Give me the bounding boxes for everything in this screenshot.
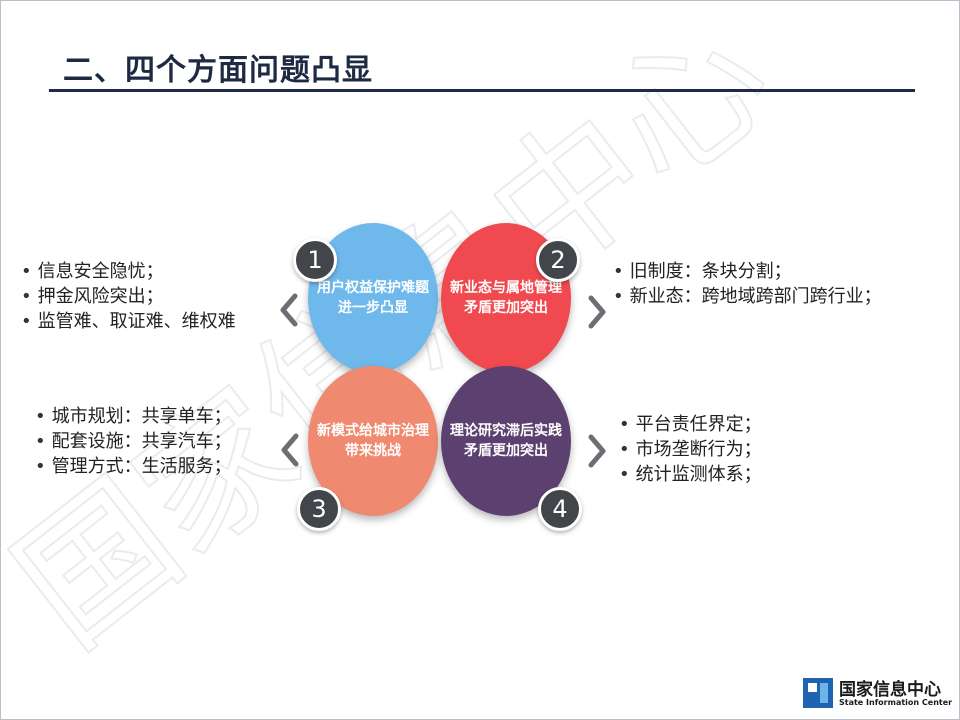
list-item: 监管难、取证难、维权难 — [21, 309, 236, 334]
list-item: 统计监测体系； — [619, 462, 762, 487]
number-badge-3: 3 — [297, 487, 341, 531]
quadrant-3-label: 新模式给城市治理带来挑战 — [317, 423, 429, 459]
list-item: 市场垄断行为； — [619, 437, 762, 462]
chevron-right-icon — [588, 434, 606, 468]
quadrant-1-bullet-list: 信息安全隐忧； 押金风险突出； 监管难、取证难、维权难 — [21, 259, 236, 334]
logo-name-en: State Information Center — [839, 698, 953, 707]
quadrant-1-label: 用户权益保护难题进一步凸显 — [317, 280, 429, 316]
number-badge-2: 2 — [536, 238, 580, 282]
list-item: 平台责任界定； — [619, 412, 762, 437]
quadrant-2-bullet-list: 旧制度：条块分割； 新业态：跨地域跨部门跨行业； — [613, 259, 882, 309]
list-item: 配套设施：共享汽车； — [35, 429, 232, 454]
number-badge-4: 4 — [538, 487, 582, 531]
list-item: 旧制度：条块分割； — [613, 259, 882, 284]
list-item: 押金风险突出； — [21, 284, 236, 309]
list-item: 管理方式：生活服务； — [35, 454, 232, 479]
chevron-left-icon — [280, 293, 298, 327]
list-item: 信息安全隐忧； — [21, 259, 236, 284]
list-item: 城市规划：共享单车； — [35, 404, 232, 429]
quadrant-4-label: 理论研究滞后实践矛盾更加突出 — [450, 423, 562, 459]
quadrant-3-bullet-list: 城市规划：共享单车； 配套设施：共享汽车； 管理方式：生活服务； — [35, 404, 232, 479]
logo-name-cn: 国家信息中心 — [839, 680, 941, 700]
quadrant-2-new-business: 新业态与属地管理矛盾更加突出 — [441, 223, 571, 373]
list-item: 新业态：跨地域跨部门跨行业； — [613, 284, 882, 309]
slide-title: 二、四个方面问题凸显 — [63, 53, 373, 88]
organization-logo: 国家信息中心 State Information Center — [803, 674, 953, 710]
state-information-center-logo-icon — [803, 678, 833, 708]
quadrant-4-bullet-list: 平台责任界定； 市场垄断行为； 统计监测体系； — [619, 412, 762, 487]
chevron-right-icon — [588, 295, 606, 329]
title-underline — [49, 89, 915, 92]
chevron-left-icon — [281, 433, 299, 467]
quadrant-2-label: 新业态与属地管理矛盾更加突出 — [450, 280, 562, 316]
number-badge-1: 1 — [293, 238, 337, 282]
